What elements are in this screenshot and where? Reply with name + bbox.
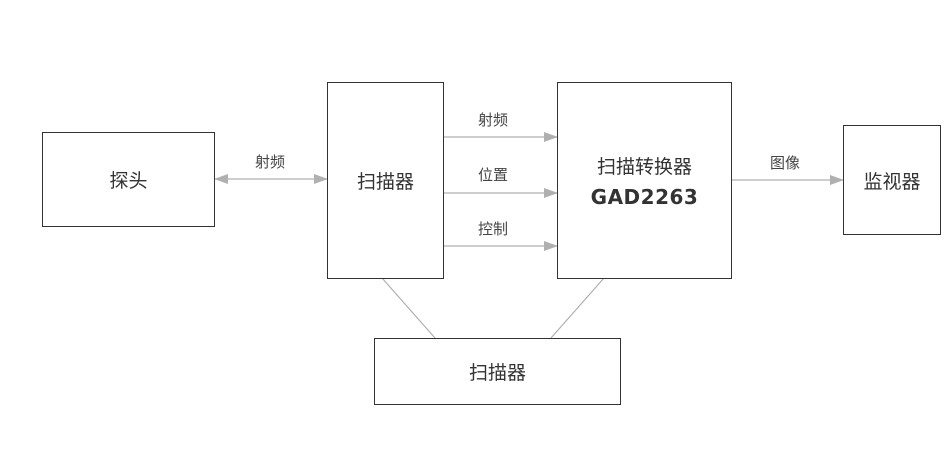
monitor-label: 监视器 [863, 170, 921, 193]
scanner-node: 扫描器 [327, 82, 444, 279]
edge-label-probe-scanner: 射频 [254, 153, 286, 171]
scan-converter-node: 扫描转换器 GAD2263 [557, 82, 732, 279]
scan-converter-label: 扫描转换器 [596, 156, 692, 178]
edge-label-position: 位置 [477, 166, 509, 184]
edge-label-image: 图像 [769, 154, 801, 172]
edge-converter-bottom [550, 277, 605, 339]
bottom-scanner-label: 扫描器 [468, 362, 526, 384]
probe-label: 探头 [109, 170, 148, 192]
monitor-node: 监视器 [843, 125, 941, 235]
edge-label-rf: 射频 [477, 111, 509, 129]
scan-converter-model: GAD2263 [590, 185, 699, 209]
scanner-label: 扫描器 [356, 171, 414, 193]
probe-node: 探头 [42, 132, 215, 227]
bottom-scanner-node: 扫描器 [374, 338, 621, 405]
edge-scanner-bottom [381, 277, 436, 339]
edge-label-control: 控制 [477, 220, 509, 238]
